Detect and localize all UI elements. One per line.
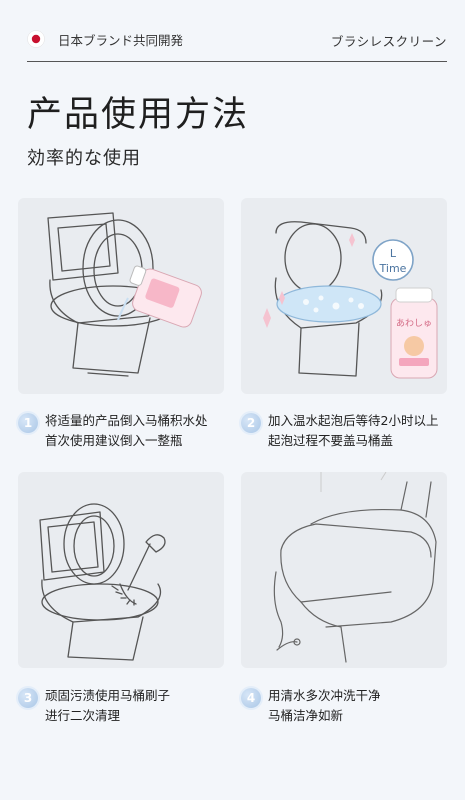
- smart-toilet-illustration: [273, 472, 437, 663]
- toilet-brush-illustration: [39, 503, 166, 661]
- step-4: 4 用清水多次冲洗干净 马桶洁净如新: [241, 686, 381, 726]
- svg-text:L: L: [390, 247, 397, 260]
- japan-flag-icon: [27, 30, 45, 48]
- step-2-line-1: 加入温水起泡后等待2小时以上: [268, 413, 439, 428]
- step-4-badge: 4: [241, 688, 261, 708]
- step-3-line-1: 顽固污渍使用马桶刷子: [45, 688, 171, 703]
- step-2-badge: 2: [241, 413, 261, 433]
- bottle-label: あわしゅ: [396, 318, 432, 329]
- step-4-line-1: 用清水多次冲洗干净: [268, 688, 381, 703]
- step-1-image: [18, 198, 224, 394]
- toilet-foam-timer-illustration: L Time あわしゅ: [263, 221, 438, 379]
- step-4-line-2: 马桶洁净如新: [268, 708, 344, 723]
- clock-text: Time: [379, 262, 407, 275]
- step-4-image: [241, 472, 447, 668]
- step-1-line-1: 将适量的产品倒入马桶积水处: [45, 413, 208, 428]
- step-3-image: [18, 472, 224, 668]
- step-1-line-2: 首次使用建议倒入一整瓶: [45, 433, 183, 448]
- brand-left-text: 日本ブランド共同開発: [58, 33, 184, 48]
- step-1-badge: 1: [18, 413, 38, 433]
- step-2-line-2: 起泡过程不要盖马桶盖: [268, 433, 394, 448]
- step-2-image: L Time あわしゅ: [241, 198, 447, 394]
- step-3-line-2: 进行二次清理: [45, 708, 121, 723]
- page-subtitle: 効率的な使用: [27, 148, 141, 169]
- toilet-pour-bottle-illustration: [47, 212, 202, 377]
- header: 日本ブランド共同開発 ブラシレスクリーン: [0, 0, 465, 62]
- step-2: 2 加入温水起泡后等待2小时以上 起泡过程不要盖马桶盖: [241, 411, 438, 451]
- header-divider: [27, 61, 447, 62]
- step-1: 1 将适量的产品倒入马桶积水处 首次使用建议倒入一整瓶: [18, 411, 208, 451]
- step-3: 3 顽固污渍使用马桶刷子 进行二次清理: [18, 686, 170, 726]
- page-title: 产品使用方法: [27, 95, 250, 135]
- brand-right-text: ブラシレスクリーン: [330, 34, 447, 49]
- step-3-badge: 3: [18, 688, 38, 708]
